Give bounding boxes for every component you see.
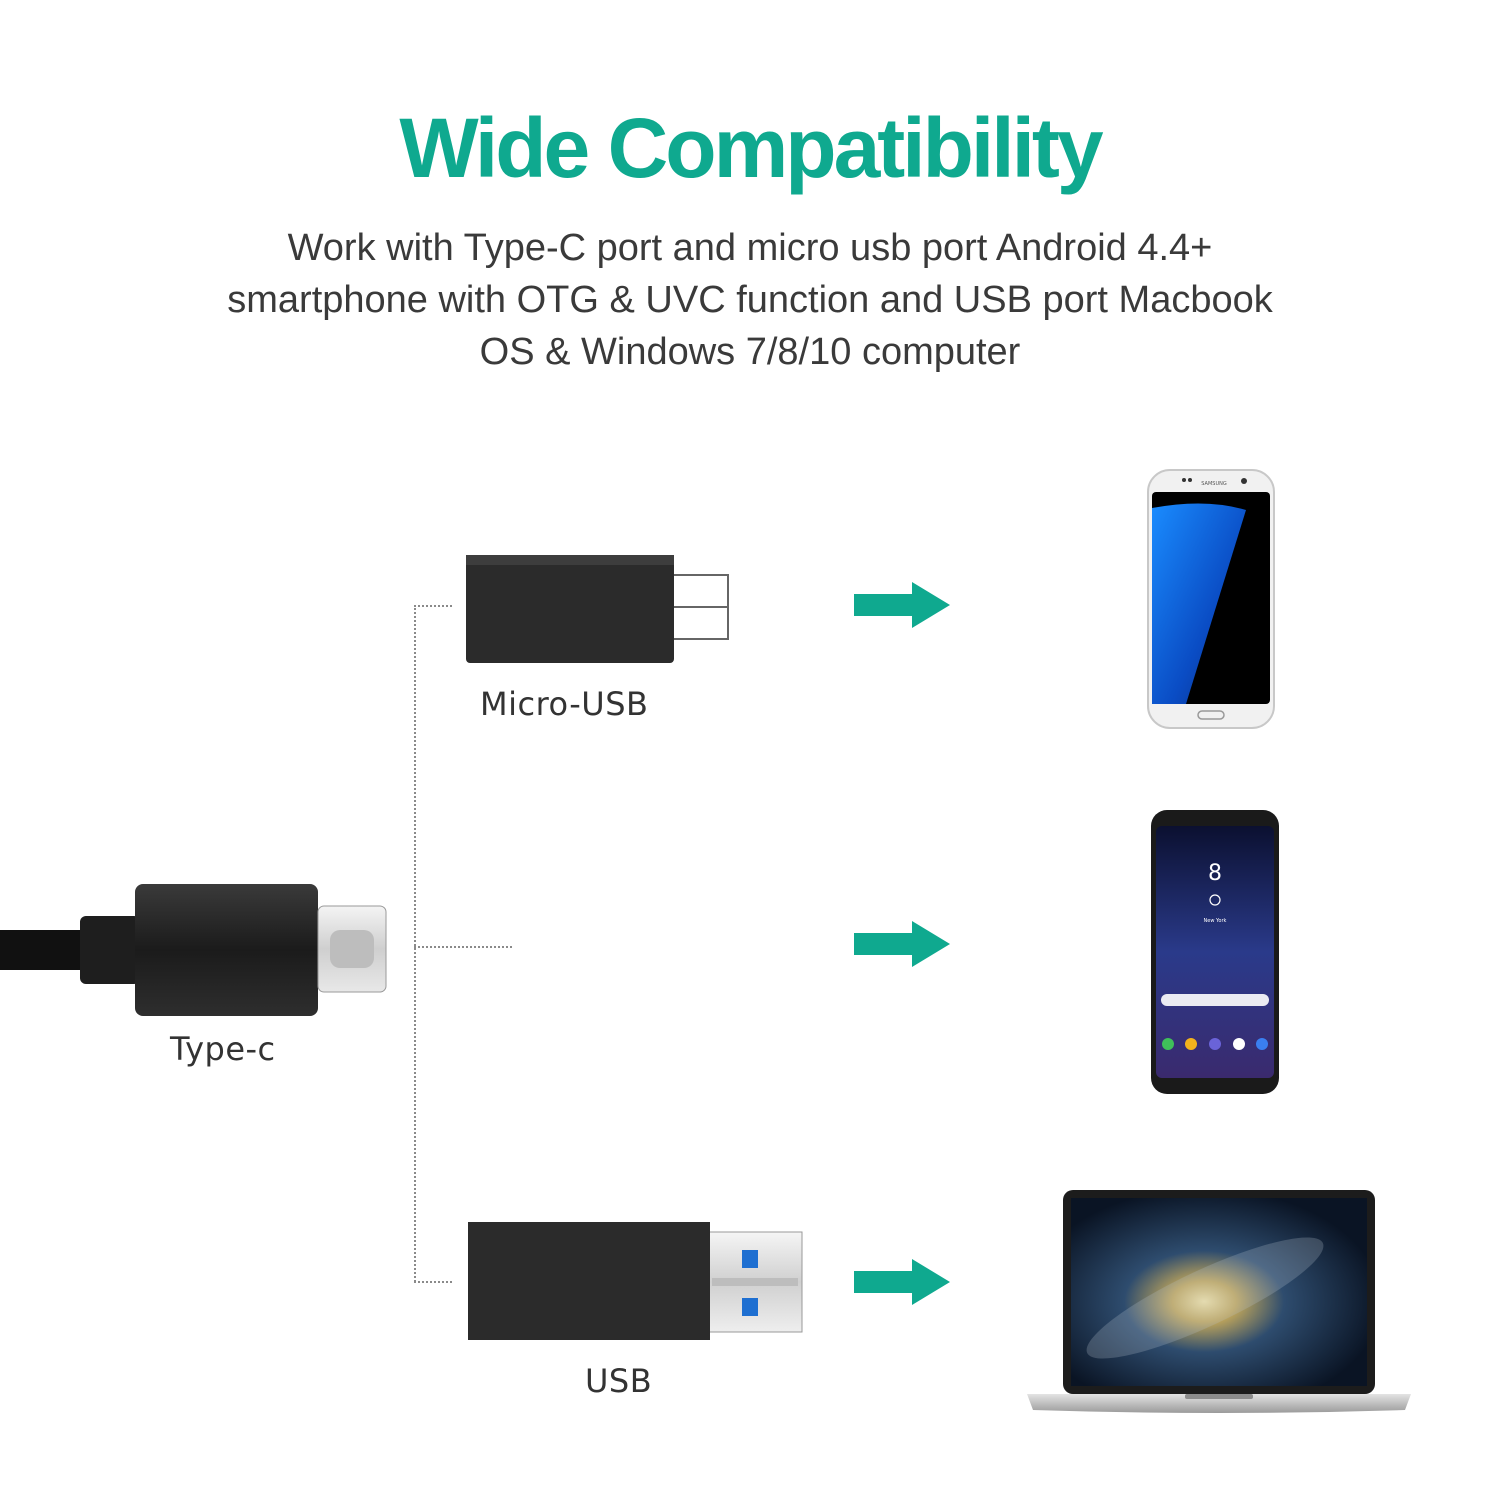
type-c-label: Type-c	[170, 1030, 276, 1068]
connector-line-middle	[414, 946, 512, 948]
phone-clock-text: 8	[1208, 861, 1222, 886]
usb-adapter-image	[468, 1222, 803, 1340]
arrow-right-icon	[854, 1259, 950, 1305]
subtitle-line-2: smartphone with OTG & UVC function and U…	[227, 279, 1273, 321]
phone-brand-text: SAMSUNG	[1201, 481, 1227, 487]
laptop-image	[1027, 1190, 1411, 1413]
phone-city-text: New York	[1204, 918, 1227, 924]
smartphone-1-image: SAMSUNG	[1147, 469, 1275, 729]
usb-label: USB	[585, 1362, 653, 1400]
connector-line-top	[414, 605, 452, 607]
page-subtitle: Work with Type-C port and micro usb port…	[200, 222, 1300, 378]
connector-line-vertical	[414, 605, 416, 1282]
micro-usb-label: Micro-USB	[480, 685, 649, 723]
type-c-cable-image	[0, 884, 387, 1016]
connector-line-bottom	[414, 1281, 452, 1283]
page-title: Wide Compatibility	[399, 101, 1103, 195]
subtitle-line-3: OS & Windows 7/8/10 computer	[479, 331, 1021, 373]
arrow-right-icon	[854, 921, 950, 967]
subtitle-line-1: Work with Type-C port and micro usb port…	[287, 227, 1213, 269]
arrow-right-icon	[854, 582, 950, 628]
smartphone-2-image: 8 New York	[1151, 810, 1279, 1094]
micro-usb-adapter-image	[466, 555, 729, 663]
